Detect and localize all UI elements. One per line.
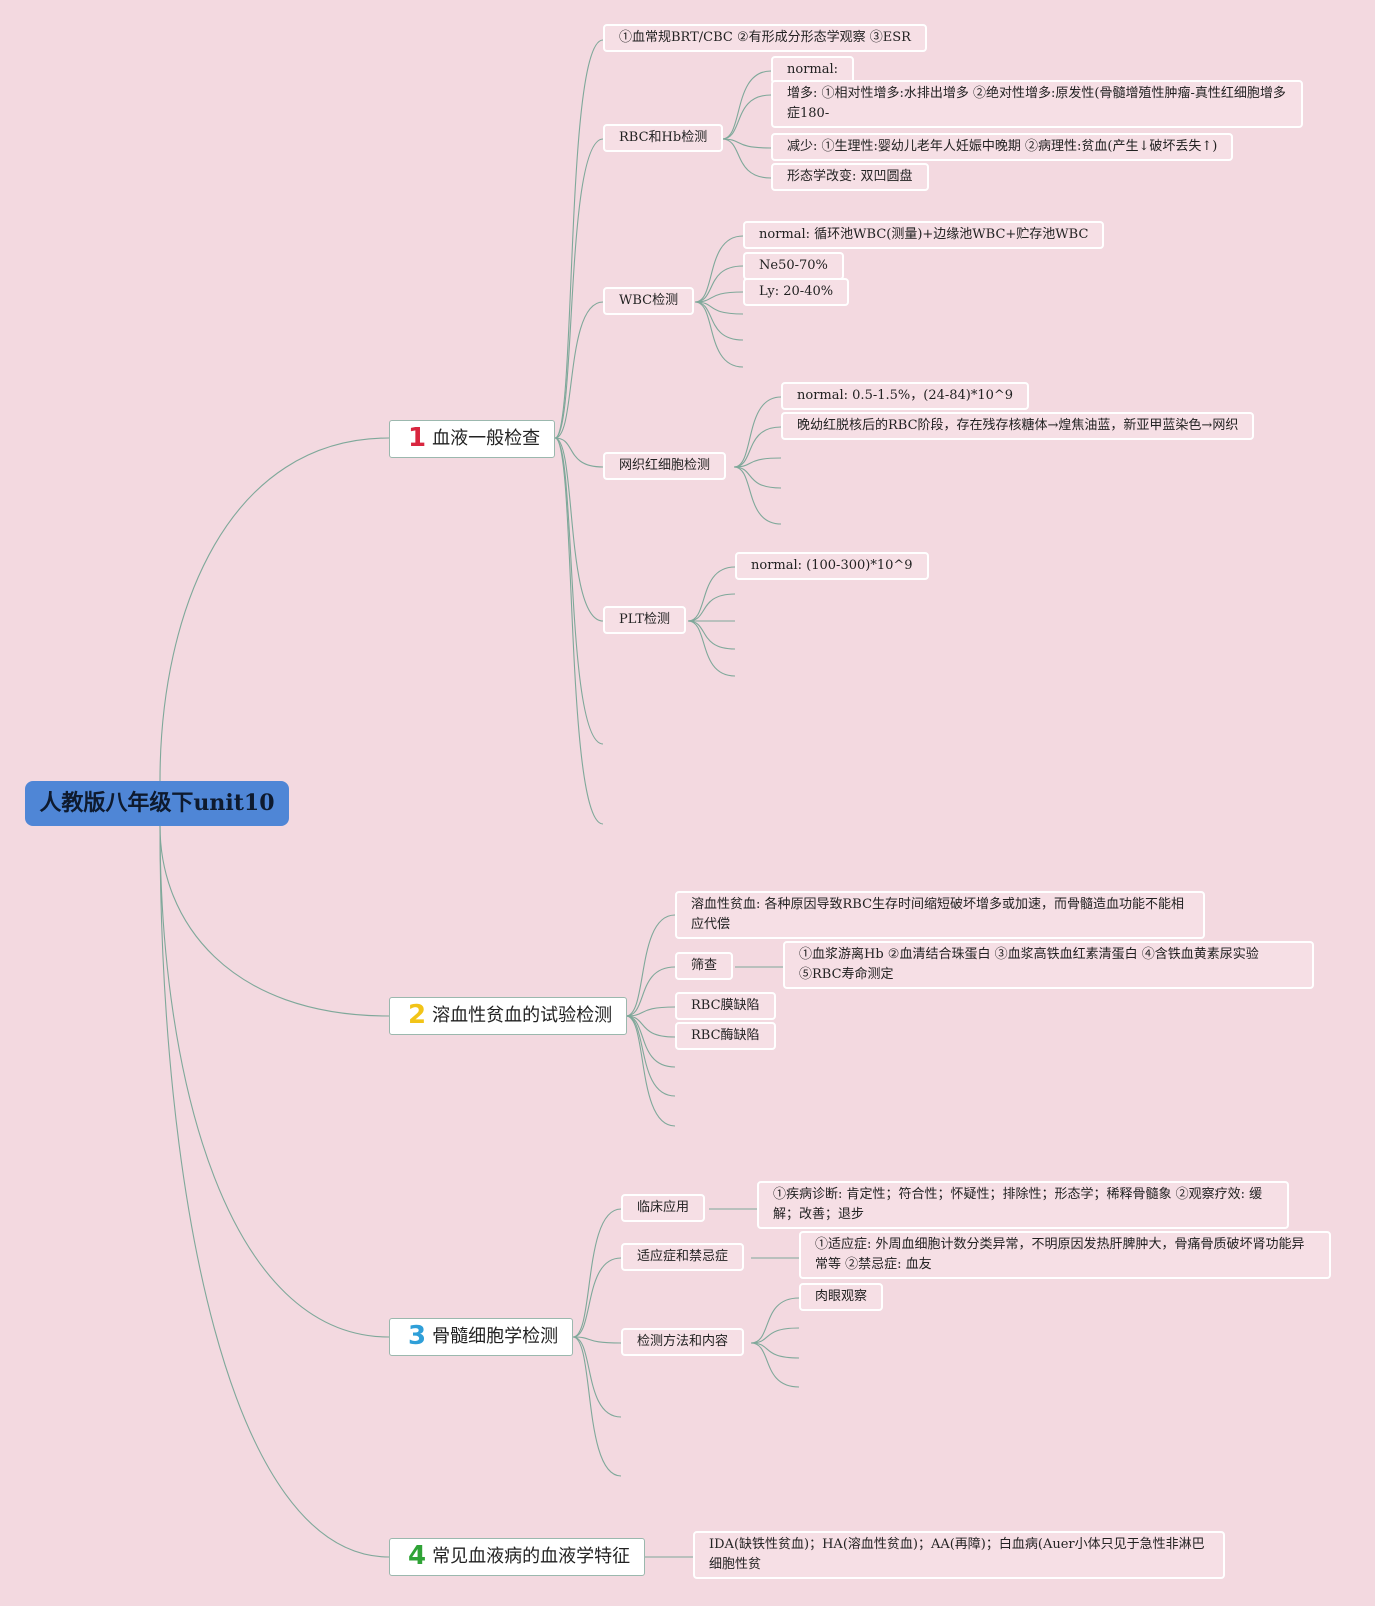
- node-indications[interactable]: 适应症和禁忌症: [621, 1243, 745, 1271]
- topic-label: 常见血液病的血液学特征: [432, 1546, 631, 1567]
- node-gross-observation[interactable]: 肉眼观察: [799, 1283, 884, 1311]
- node-wbc-ne[interactable]: Ne50-70%: [743, 252, 844, 280]
- node-reticulocyte-test[interactable]: 网织红细胞检测: [603, 452, 727, 480]
- node-ret-desc[interactable]: 晚幼红脱核后的RBC阶段，存在残存核糖体→煌焦油蓝，新亚甲蓝染色→网织: [781, 412, 1255, 440]
- trunk-line: [159, 437, 390, 782]
- connector-line: [750, 1297, 800, 1344]
- node-indications-detail[interactable]: ①适应症: 外周血细胞计数分类异常，不明原因发热肝脾肿大，骨痛骨质破坏肾功能异常…: [799, 1231, 1331, 1279]
- trunk-line: [159, 825, 390, 1338]
- connector-line: [721, 70, 772, 140]
- connector-line: [625, 1015, 676, 1097]
- connector-line: [694, 265, 744, 303]
- connector-line: [625, 1015, 676, 1127]
- connector-line: [721, 138, 772, 149]
- connector-line: [733, 457, 782, 468]
- connector-line: [733, 396, 782, 468]
- connector-line: [721, 94, 772, 140]
- node-screening[interactable]: 筛查: [675, 952, 734, 980]
- connector-line: [554, 437, 604, 622]
- node-rbc-increase[interactable]: 增多: ①相对性增多:水排出增多 ②绝对性增多:原发性(骨髓增殖性肿瘤-真性红细…: [771, 80, 1303, 128]
- node-plt-test[interactable]: PLT检测: [603, 606, 686, 634]
- node-hemolytic-definition[interactable]: 溶血性贫血: 各种原因导致RBC生存时间缩短破坏增多或加速，而骨髓造血功能不能相…: [675, 891, 1205, 939]
- topic-number-4: 4: [408, 1541, 427, 1571]
- connector-line: [733, 426, 782, 468]
- node-rbc-hb-test[interactable]: RBC和Hb检测: [603, 124, 724, 152]
- node-wbc-ly[interactable]: Ly: 20-40%: [743, 278, 850, 306]
- node-plt-normal[interactable]: normal: (100-300)*10^9: [735, 552, 929, 580]
- topic-label: 骨髓细胞学检测: [432, 1326, 559, 1347]
- node-blood-routine[interactable]: ①血常规BRT/CBC ②有形成分形态学观察 ③ESR: [603, 24, 927, 52]
- topic-label: 血液一般检查: [432, 428, 541, 449]
- topic-number-1: 1: [408, 423, 427, 453]
- root-topic[interactable]: 人教版八年级下unit10: [25, 781, 289, 826]
- node-detection-methods[interactable]: 检测方法和内容: [621, 1328, 745, 1356]
- node-wbc-normal[interactable]: normal: 循环池WBC(测量)+边缘池WBC+贮存池WBC: [743, 221, 1105, 249]
- node-rbc-membrane-defect[interactable]: RBC膜缺陷: [675, 992, 776, 1020]
- connector-line: [750, 1327, 800, 1344]
- node-clinical-application[interactable]: 临床应用: [621, 1194, 706, 1222]
- connector-line: [687, 593, 736, 622]
- connector-line: [572, 1336, 622, 1477]
- connector-line: [721, 138, 772, 179]
- connector-line: [687, 566, 736, 622]
- trunk-line: [159, 825, 390, 1558]
- trunk-line: [159, 825, 390, 1017]
- connector-line: [750, 1342, 800, 1388]
- connector-line: [572, 1336, 622, 1344]
- topic-number-3: 3: [408, 1321, 427, 1351]
- node-rbc-enzyme-defect[interactable]: RBC酶缺陷: [675, 1022, 776, 1050]
- connector-line: [733, 466, 782, 489]
- connector-line: [554, 437, 604, 825]
- connector-line: [625, 1006, 676, 1017]
- connector-line: [554, 437, 604, 745]
- node-rbc-morphology[interactable]: 形态学改变: 双凹圆盘: [771, 163, 929, 191]
- connector-line: [625, 914, 676, 1017]
- connector-line: [554, 437, 604, 468]
- topic-label: 溶血性贫血的试验检测: [432, 1005, 613, 1026]
- connector-line: [625, 1015, 676, 1038]
- connector-line: [733, 466, 782, 525]
- connector-line: [572, 1257, 622, 1338]
- connector-line: [687, 620, 736, 677]
- node-rbc-decrease[interactable]: 减少: ①生理性:婴幼儿老年人妊娠中晚期 ②病理性:贫血(产生↓破坏丢失↑): [771, 133, 1234, 161]
- connector-line: [554, 39, 604, 439]
- node-clinical-detail[interactable]: ①疾病诊断: 肯定性；符合性；怀疑性；排除性；形态学；稀释骨髓象 ②观察疗效: …: [757, 1181, 1289, 1229]
- connector-line: [694, 291, 744, 303]
- connector-line: [554, 301, 604, 439]
- node-disease-features-detail[interactable]: IDA(缺铁性贫血)；HA(溶血性贫血)；AA(再障)；白血病(Auer小体只见…: [693, 1531, 1225, 1579]
- connector-line: [694, 235, 744, 303]
- node-rbc-normal[interactable]: normal:: [771, 56, 855, 84]
- connector-line: [572, 1208, 622, 1338]
- node-ret-normal[interactable]: normal: 0.5-1.5%，(24-84)*10^9: [781, 382, 1030, 410]
- connector-line: [625, 966, 676, 1017]
- connector-line: [694, 301, 744, 368]
- node-wbc-test[interactable]: WBC检测: [603, 287, 695, 315]
- connector-line: [694, 301, 744, 341]
- connector-line: [572, 1336, 622, 1418]
- connector-line: [687, 620, 736, 650]
- connector-line: [625, 1015, 676, 1068]
- topic-number-2: 2: [408, 1000, 427, 1030]
- connector-line: [554, 138, 604, 439]
- node-screening-detail[interactable]: ①血浆游离Hb ②血清结合珠蛋白 ③血浆高铁血红素清蛋白 ④含铁血黄素尿实验 ⑤…: [783, 941, 1314, 989]
